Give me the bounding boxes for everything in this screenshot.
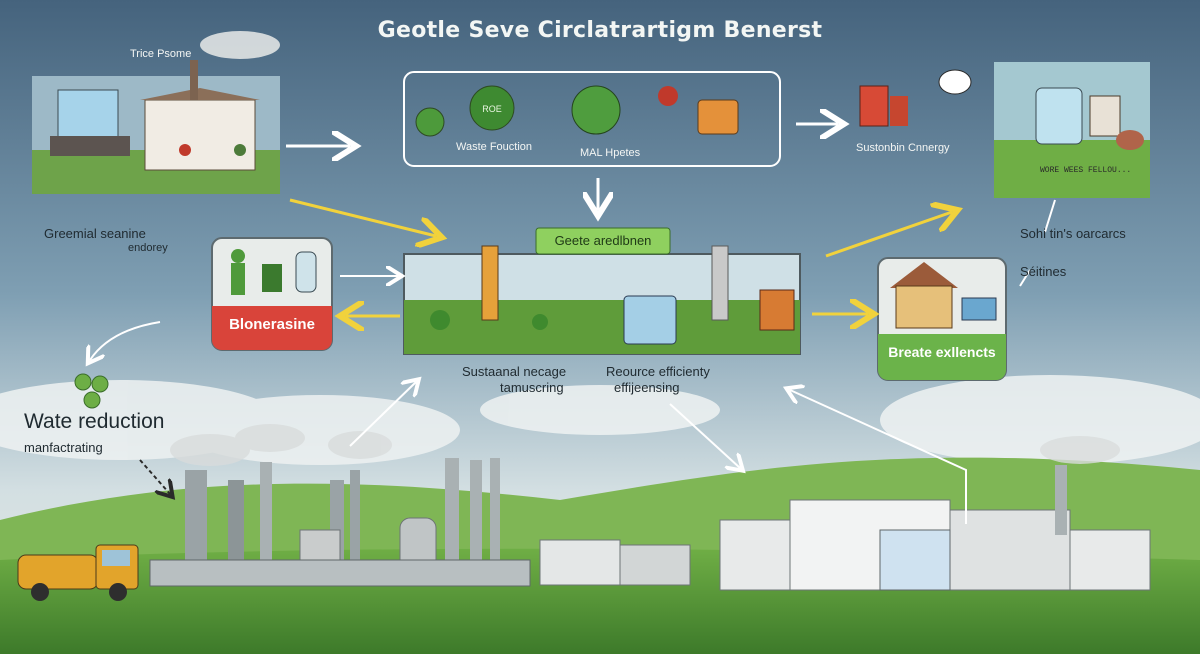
right-note-line1: Sohi tin's oarcarcs: [1020, 226, 1126, 241]
bottom-left-line2: manfactrating: [24, 440, 103, 455]
waste-caption: Waste Fouction: [456, 141, 533, 153]
right-card-label: Breate exllencts: [888, 344, 996, 360]
farm-scene: [32, 31, 280, 194]
top-left-label: Trice Psome: [130, 48, 192, 60]
factory-left: [149, 424, 531, 587]
center-banner: Geete aredlbnen: [554, 233, 652, 248]
energy-label: Sustonbin Cnnergy: [856, 142, 950, 154]
gear-text: ROE: [482, 104, 502, 114]
top-process-panel: [403, 71, 781, 167]
left-note-line2: endorey: [128, 242, 168, 254]
barrel-text: WORE WEES FELLOU...: [1040, 166, 1131, 175]
bottom-left-line1: Wate reduction: [24, 410, 165, 433]
center-caption-right-2: effijeensing: [614, 380, 680, 395]
left-card-label: Blonerasine: [229, 316, 315, 333]
mal-caption: MAL Hpetes: [580, 147, 641, 159]
right-card: [877, 257, 1007, 381]
arrows: [90, 124, 1056, 524]
center-panel: [403, 227, 801, 355]
energy-scene: [859, 62, 1150, 198]
page-title: Geotle Seve Circlatrartigm Benerst: [377, 18, 823, 43]
center-caption-left-2: tamuscring: [500, 380, 564, 395]
center-caption-left-1: Sustaanal necage: [462, 364, 567, 379]
right-note-line2: Séitines: [1020, 264, 1067, 279]
green-dots: [74, 373, 109, 409]
left-note-line1: Greemial seanine: [44, 226, 146, 241]
truck: [17, 544, 139, 601]
center-caption-right-1: Reource efficienty: [606, 364, 710, 379]
left-card: [211, 237, 333, 351]
factory-right: [539, 436, 1151, 591]
